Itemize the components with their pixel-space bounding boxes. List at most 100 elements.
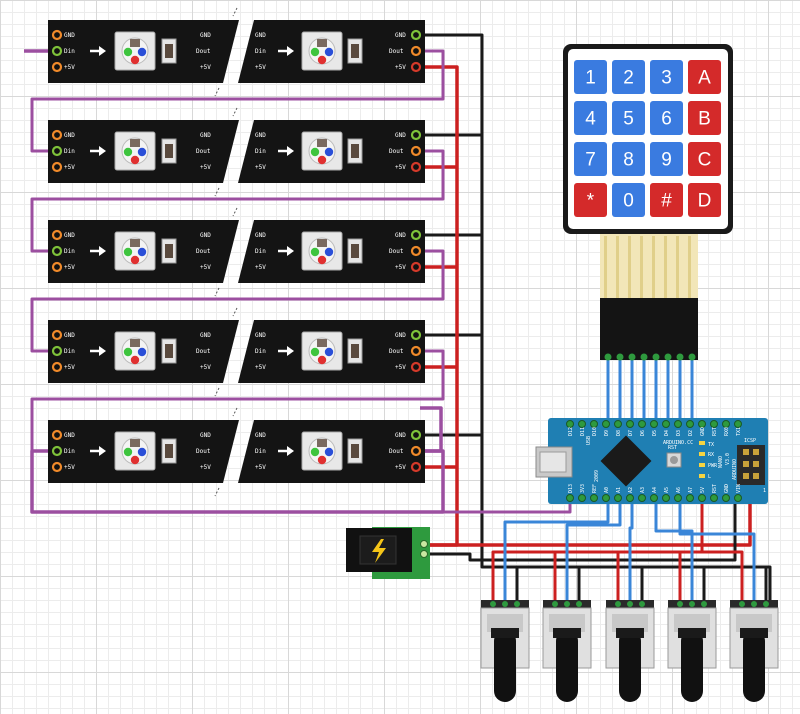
keypad-key-label: 4: [585, 109, 596, 130]
green-led-dot: [310, 447, 320, 457]
keypad-key: 7: [574, 142, 607, 176]
red-led-dot: [130, 455, 140, 465]
pot-pin: [701, 601, 707, 607]
v5-pad: [51, 161, 63, 173]
green-led-dot: [123, 447, 133, 457]
gnd-label: GND: [200, 132, 211, 139]
pot-shaft-collar: [616, 628, 644, 638]
pot-pin: [615, 601, 621, 607]
dout-label: Dout: [196, 348, 211, 355]
nano-brand-label: ARDUINO.CC: [663, 440, 693, 446]
nano-top-pin: [686, 420, 694, 428]
keypad-key: *: [574, 183, 607, 217]
nano-bottom-pin: [662, 494, 670, 502]
keypad-key: D: [688, 183, 721, 217]
dout-pad: [410, 45, 422, 57]
green-led-dot: [310, 247, 320, 257]
nano-bottom-pin: [686, 494, 694, 502]
keypad-key: 8: [612, 142, 645, 176]
jack-power-wire: [428, 498, 752, 547]
connector-pin: [676, 353, 684, 361]
gnd-pad: [410, 29, 422, 41]
green-led-dot: [123, 47, 133, 57]
nano-top-pin-label: D8: [616, 430, 622, 436]
resistor-body: [165, 444, 173, 458]
din-label: Din: [64, 248, 75, 255]
keypad-key-face: [650, 142, 683, 176]
gnd-pad: [51, 329, 63, 341]
arduino-nano: D12D13D113V3D10REFD9A0D8A1D7A2D6A3D5A4D4…: [535, 418, 768, 504]
ribbon-body: [600, 234, 698, 300]
l-led: [699, 474, 705, 478]
led-strips-layer: GNDDin+5VGNDDout+5VGNDDin+5VGNDDout+5VGN…: [48, 7, 425, 497]
keypad-key-label: 8: [623, 150, 634, 171]
power-jack-socket: [359, 535, 397, 565]
gnd-label: GND: [255, 132, 266, 139]
pot-pin: [751, 601, 757, 607]
nano-top-pin-label: D12: [568, 427, 574, 436]
nano-top-pin: [734, 420, 742, 428]
nano-bottom-pin-label: A5: [664, 487, 670, 493]
ribbon-trace: [640, 236, 643, 298]
data-direction-arrow-head: [99, 46, 106, 56]
potentiometer: [480, 600, 530, 702]
nano-top-pin-label: D2: [688, 430, 694, 436]
blue-led-dot: [324, 247, 334, 257]
nano-top-pin-label: D3: [676, 430, 682, 436]
wires-layer: [24, 33, 772, 604]
ribbon-trace: [604, 236, 607, 298]
nano-top-pin-label: D4: [664, 430, 670, 436]
gnd-pad: [410, 329, 422, 341]
v5-label: +5V: [200, 464, 211, 471]
icsp-pin: [753, 473, 759, 479]
power-jack-pin: [420, 550, 428, 558]
usb-port-icon: [539, 451, 567, 473]
ribbon-trace: [676, 236, 679, 298]
data-chain-wire: [30, 249, 445, 353]
keypad-key-face: [612, 101, 645, 135]
led-die: [130, 39, 140, 47]
blue-led-dot: [137, 347, 147, 357]
keypad-key: 2: [612, 60, 645, 94]
tx-led: [699, 441, 705, 445]
red-led-dot: [317, 355, 327, 365]
pot-signal-wire: [503, 498, 610, 604]
resistor-body: [165, 344, 173, 358]
keypad-key-label: #: [661, 191, 672, 212]
nano-top-pin: [650, 420, 658, 428]
pot-signal-wire: [654, 498, 694, 604]
jack-ground-wire: [428, 498, 737, 562]
keypad-key-face: [574, 183, 607, 217]
nano-bottom-pin-label: 3V3: [580, 484, 586, 493]
resistor-body: [165, 44, 173, 58]
din-pad: [51, 345, 63, 357]
dout-pad: [410, 345, 422, 357]
v5-pad: [51, 461, 63, 473]
din-label: Din: [64, 348, 75, 355]
keypad-key-label: D: [698, 191, 712, 212]
blue-led-dot: [324, 347, 334, 357]
nano-top-pin: [662, 420, 670, 428]
nano-top-pin: [674, 420, 682, 428]
connector-pin: [628, 353, 636, 361]
icsp-pin: [753, 449, 759, 455]
nano-top-pin-label: D6: [640, 430, 646, 436]
keypad-key-label: 5: [623, 109, 634, 130]
nano-board: [548, 418, 768, 504]
pot-power-wire: [700, 498, 744, 604]
power-jack-pin: [420, 540, 428, 548]
keypad-connector: [600, 298, 698, 360]
pot-signal-wire: [628, 498, 634, 604]
data-direction-arrow-head: [99, 346, 106, 356]
keypad-key-label: 7: [585, 150, 596, 171]
blue-led-dot: [324, 47, 334, 57]
dout-label: Dout: [389, 348, 404, 355]
v5-label: +5V: [255, 164, 266, 171]
data-direction-arrow-head: [287, 346, 294, 356]
pot-knob: [743, 630, 765, 702]
v5-label: +5V: [395, 264, 406, 271]
lightning-bolt-icon: [372, 539, 386, 563]
